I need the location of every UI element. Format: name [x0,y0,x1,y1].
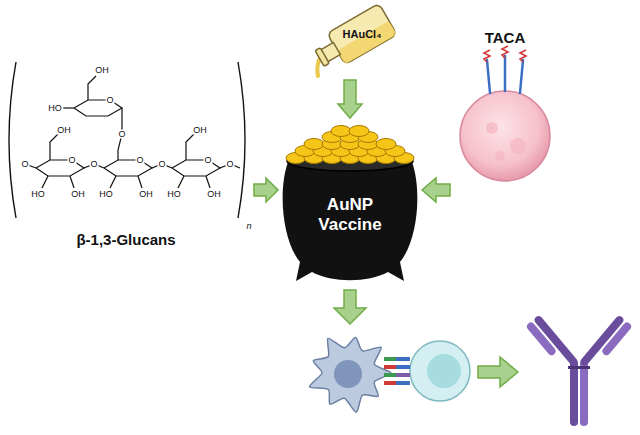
glucan-node: β-1,3-Glucans [4,40,252,258]
atom-label: HO [30,190,46,199]
atom-label: O [225,160,234,169]
repeat-count: n [245,222,252,231]
atom-label: OH [206,190,222,199]
flask-node: HAuCl₄ [316,0,402,78]
gold-coin [376,139,396,150]
atom-label: OH [192,126,208,135]
compound-name: β-1,3-Glucans [76,231,175,248]
atom-label: HO [98,190,114,199]
bond-line [62,107,74,108]
bond-line [118,108,122,160]
atom-label: O [135,156,144,165]
bond-line [42,176,48,188]
gold-coin [349,126,369,137]
bond-line [206,176,210,188]
tumor-cell-node: TACA [452,26,562,200]
antibody [525,315,632,426]
atom-label: O [117,130,126,139]
t-cell [410,341,470,401]
atom-label: OH [94,66,110,75]
atom-label: O [20,160,29,169]
gold-coin [304,139,324,150]
bond-line [36,160,84,176]
flask-label: HAuCl₄ [343,28,382,41]
gold-coin [331,126,351,137]
atom-label: OH [70,190,86,199]
block-arrow [254,178,278,202]
bond-line [172,160,220,176]
bond-line [186,134,194,160]
atom-label: HO [47,104,63,113]
pot-label: AuNP Vaccine [305,195,395,234]
block-arrow [338,80,362,118]
bond-line [220,164,240,168]
bond-line [152,164,172,168]
bond-line [84,164,104,168]
bond-line [138,176,142,188]
atom-label: O [89,160,98,169]
bond-line [88,76,96,100]
atom-label: OH [138,190,154,199]
atom-label: O [105,96,114,105]
atom-label: O [157,160,166,169]
atom-label: O [203,156,212,165]
block-arrow [422,178,450,202]
bond-line [74,100,122,116]
bond-line [178,176,184,188]
polymer-bracket [9,62,245,218]
dendritic-cell [310,337,391,412]
tumor-cell [460,46,550,181]
flask [311,3,397,76]
bond-line [25,164,36,168]
antigen-label: TACA [485,29,526,46]
atom-label: HO [166,190,182,199]
bond-line [70,176,74,188]
bond-line [50,134,58,160]
atom-label: OH [56,126,72,135]
glucan-structure [25,76,240,188]
atom-label: O [67,156,76,165]
bond-line [110,176,116,188]
bond-line [104,160,152,176]
gold-coins [286,126,414,164]
vaccine-pot: AuNP Vaccine [280,120,420,285]
receptor-pair [384,357,410,385]
pot [283,126,418,282]
